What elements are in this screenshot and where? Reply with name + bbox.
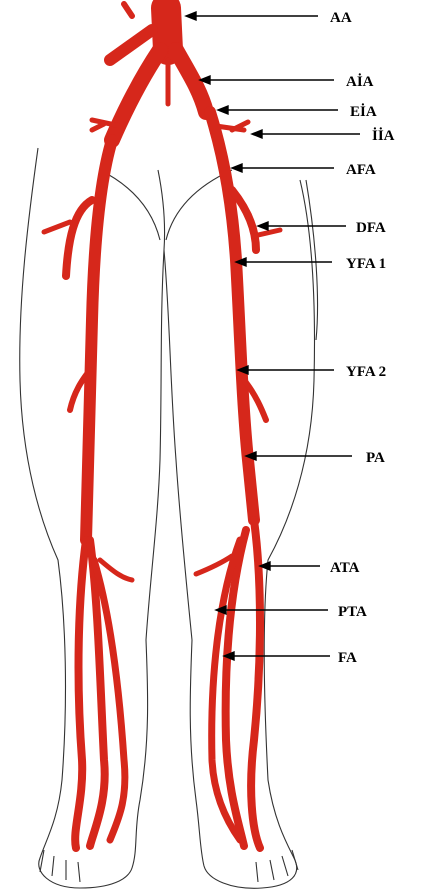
abdominal-aorta xyxy=(166,8,168,50)
label-aia: AİA xyxy=(346,73,374,90)
arrowhead-afa xyxy=(232,164,242,172)
arrowhead-dfa xyxy=(258,222,268,230)
labels: AA AİA EİA İİA AFA DFA YFA 1 YFA 2 PA AT… xyxy=(330,10,395,666)
left-anterior-tibial xyxy=(75,540,86,848)
left-deep-femoral-twig xyxy=(44,222,70,232)
label-yfa1: YFA 1 xyxy=(346,256,386,272)
right-deep-femoral-twig xyxy=(254,230,280,236)
aorta-small-branch xyxy=(124,4,132,16)
left-knee-branch xyxy=(100,560,132,580)
label-yfa2: YFA 2 xyxy=(346,364,386,380)
label-eia: EİA xyxy=(350,103,377,120)
arrowhead-eia xyxy=(218,106,228,114)
right-femoral-artery xyxy=(210,112,254,520)
aorta-side-branch xyxy=(110,30,152,60)
arrowhead-iia xyxy=(252,130,262,138)
arrowhead-aa xyxy=(186,12,196,20)
label-pta: PTA xyxy=(338,604,367,620)
arterial-tree xyxy=(44,4,280,848)
right-anterior-tibial xyxy=(251,520,260,848)
label-fa: FA xyxy=(338,650,357,666)
label-ata: ATA xyxy=(330,560,360,576)
label-aa: AA xyxy=(330,10,352,26)
label-pa: PA xyxy=(366,450,385,466)
label-iia: İİA xyxy=(372,127,395,144)
label-dfa: DFA xyxy=(356,220,386,236)
left-deep-femoral xyxy=(66,200,92,276)
label-afa: AFA xyxy=(346,162,376,178)
